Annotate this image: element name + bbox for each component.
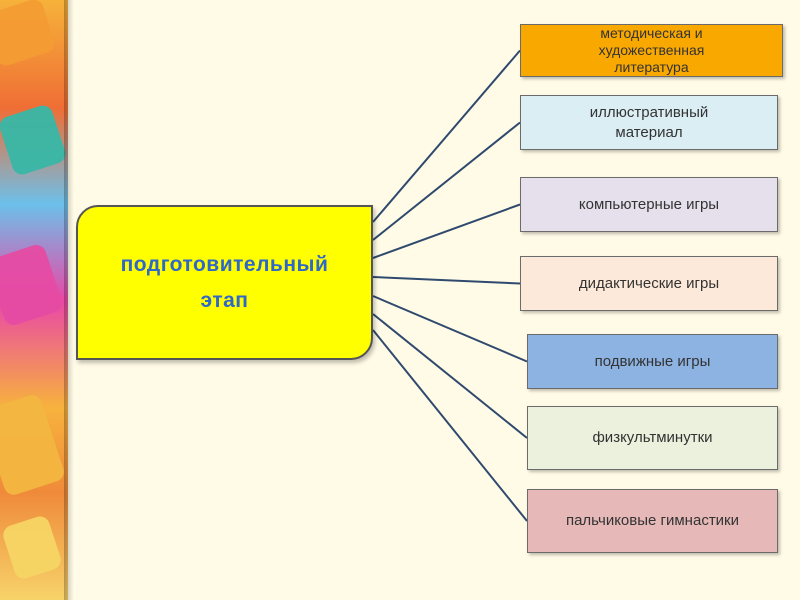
branch-node-physical-minutes: физкультминутки [527, 406, 778, 470]
branch-node-label: дидактические игры [578, 274, 720, 292]
branch-node-illustrative-material: иллюстративный материал [520, 95, 778, 150]
branch-node-outdoor-games: подвижные игры [527, 334, 778, 389]
branch-node-label: методическая и художественная литература [598, 25, 705, 75]
connector-line [372, 49, 521, 223]
connector-line [372, 295, 528, 363]
central-node-label: подготовительный этап [120, 252, 329, 312]
branch-node-methodological-literature: методическая и художественная литература [520, 24, 783, 77]
branch-node-finger-gymnastics: пальчиковые гимнастики [527, 489, 778, 553]
connector-line [372, 313, 528, 439]
branch-node-didactic-games: дидактические игры [520, 256, 778, 311]
connector-line [372, 203, 521, 259]
connector-line [372, 329, 528, 522]
branch-node-label: иллюстративный материал [589, 103, 709, 141]
branch-node-computer-games: компьютерные игры [520, 177, 778, 232]
connector-line [372, 276, 521, 285]
decorative-side-strip [0, 0, 68, 600]
strip-shadow [64, 0, 74, 600]
connector-line [372, 121, 521, 241]
branch-node-label: компьютерные игры [578, 195, 720, 213]
branch-node-label: физкультминутки [592, 429, 713, 446]
central-node-preparatory-stage: подготовительный этап [76, 205, 373, 360]
branch-node-label: подвижные игры [594, 352, 711, 370]
branch-node-label: пальчиковые гимнастики [565, 512, 740, 529]
